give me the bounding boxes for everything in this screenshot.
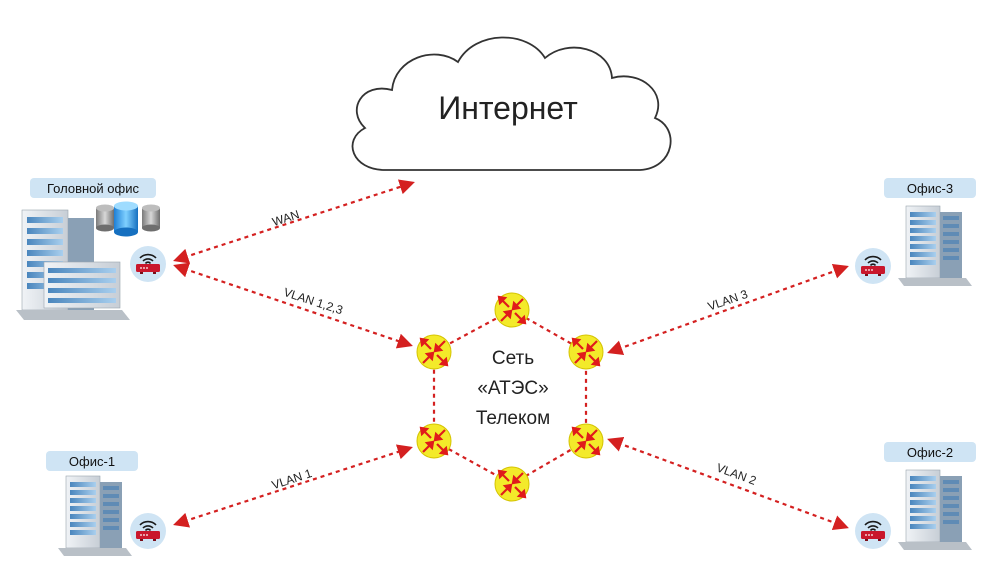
modem-icon	[129, 245, 167, 283]
modem-icon	[854, 247, 892, 285]
modem-icon	[129, 512, 167, 550]
office-building-icon	[897, 205, 973, 287]
office-2: Офис-2	[854, 442, 976, 551]
head-office: Головной офис	[16, 178, 167, 320]
router-icon	[415, 333, 453, 371]
center-line-2: «АТЭС»	[477, 378, 548, 399]
office-building-icon	[57, 475, 133, 557]
router-icon	[567, 422, 605, 460]
center-line-1: Сеть	[492, 348, 534, 369]
label-vlan3: VLAN 3	[706, 287, 750, 314]
office-1-label: Офис-1	[69, 454, 115, 469]
office-1: Офис-1	[46, 451, 167, 557]
head-office-label-box	[30, 178, 156, 198]
office-2-label-box	[884, 442, 976, 462]
link-vlan2	[607, 437, 849, 530]
database-icon	[96, 201, 160, 237]
head-office-label: Головной офис	[47, 181, 139, 196]
router-icon	[567, 333, 605, 371]
label-vlan2: VLAN 2	[715, 461, 759, 488]
office-building-icon	[897, 469, 973, 551]
provider-ring: Сеть «АТЭС» Телеком	[415, 291, 605, 503]
office-3-label-box	[884, 178, 976, 198]
link-wan	[173, 179, 415, 264]
office-3-label: Офис-3	[907, 181, 953, 196]
link-vlan123	[173, 262, 413, 349]
router-icon	[415, 422, 453, 460]
cloud-label: Интернет	[438, 90, 578, 126]
router-icon	[493, 291, 531, 329]
internet-cloud: Интернет	[351, 36, 672, 171]
office-2-label: Офис-2	[907, 445, 953, 460]
label-wan: WAN	[270, 207, 301, 229]
link-vlan1	[173, 444, 413, 528]
office-1-label-box	[46, 451, 138, 471]
router-icon	[493, 465, 531, 503]
office-building-icon	[16, 209, 130, 320]
link-vlan3	[607, 263, 849, 356]
center-line-3: Телеком	[476, 408, 550, 429]
label-vlan1: VLAN 1	[270, 466, 314, 492]
office-3: Офис-3	[854, 178, 976, 287]
modem-icon	[854, 512, 892, 550]
